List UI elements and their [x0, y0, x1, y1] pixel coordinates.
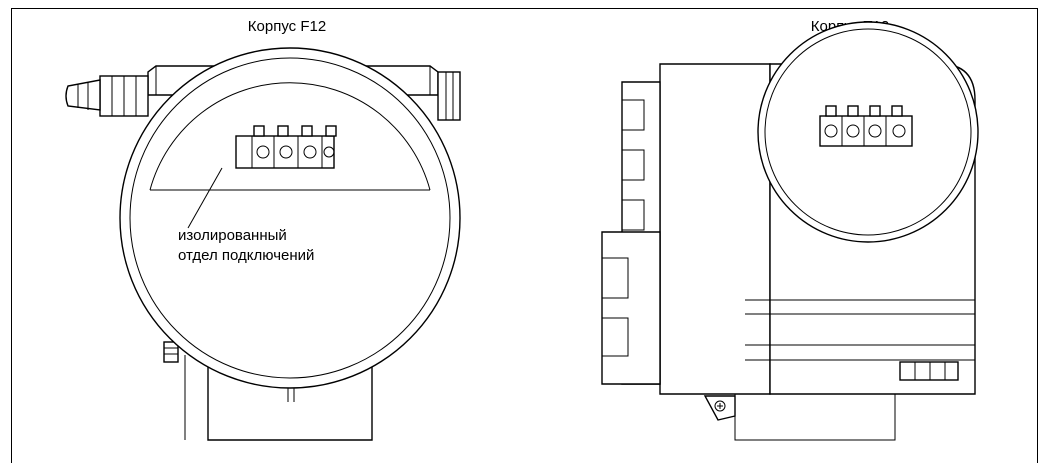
f12-cover-inner — [129, 57, 451, 379]
callout-leader — [187, 167, 223, 229]
callout-line-2: отдел подключений — [178, 247, 314, 264]
t12-base — [734, 394, 896, 441]
housing-t12: Корпус T12 — [601, 18, 979, 441]
t12-fins — [601, 81, 661, 385]
callout-line-1: изолированный — [178, 227, 287, 244]
cable-gland-left — [65, 75, 149, 117]
t12-cover-inner — [764, 28, 972, 236]
terminal-block-t12 — [819, 105, 913, 147]
cable-gland-right — [437, 71, 461, 121]
earth-screw-icon — [163, 341, 186, 440]
t12-earth-icon — [703, 395, 736, 421]
t12-nut — [899, 361, 959, 381]
terminal-block-f12 — [235, 125, 337, 169]
housing-f12: Корпус F12 — [65, 18, 461, 441]
f12-cover-outer — [119, 47, 461, 389]
title-housing-f12: Корпус F12 — [248, 18, 326, 35]
figure-frame — [11, 8, 1038, 463]
